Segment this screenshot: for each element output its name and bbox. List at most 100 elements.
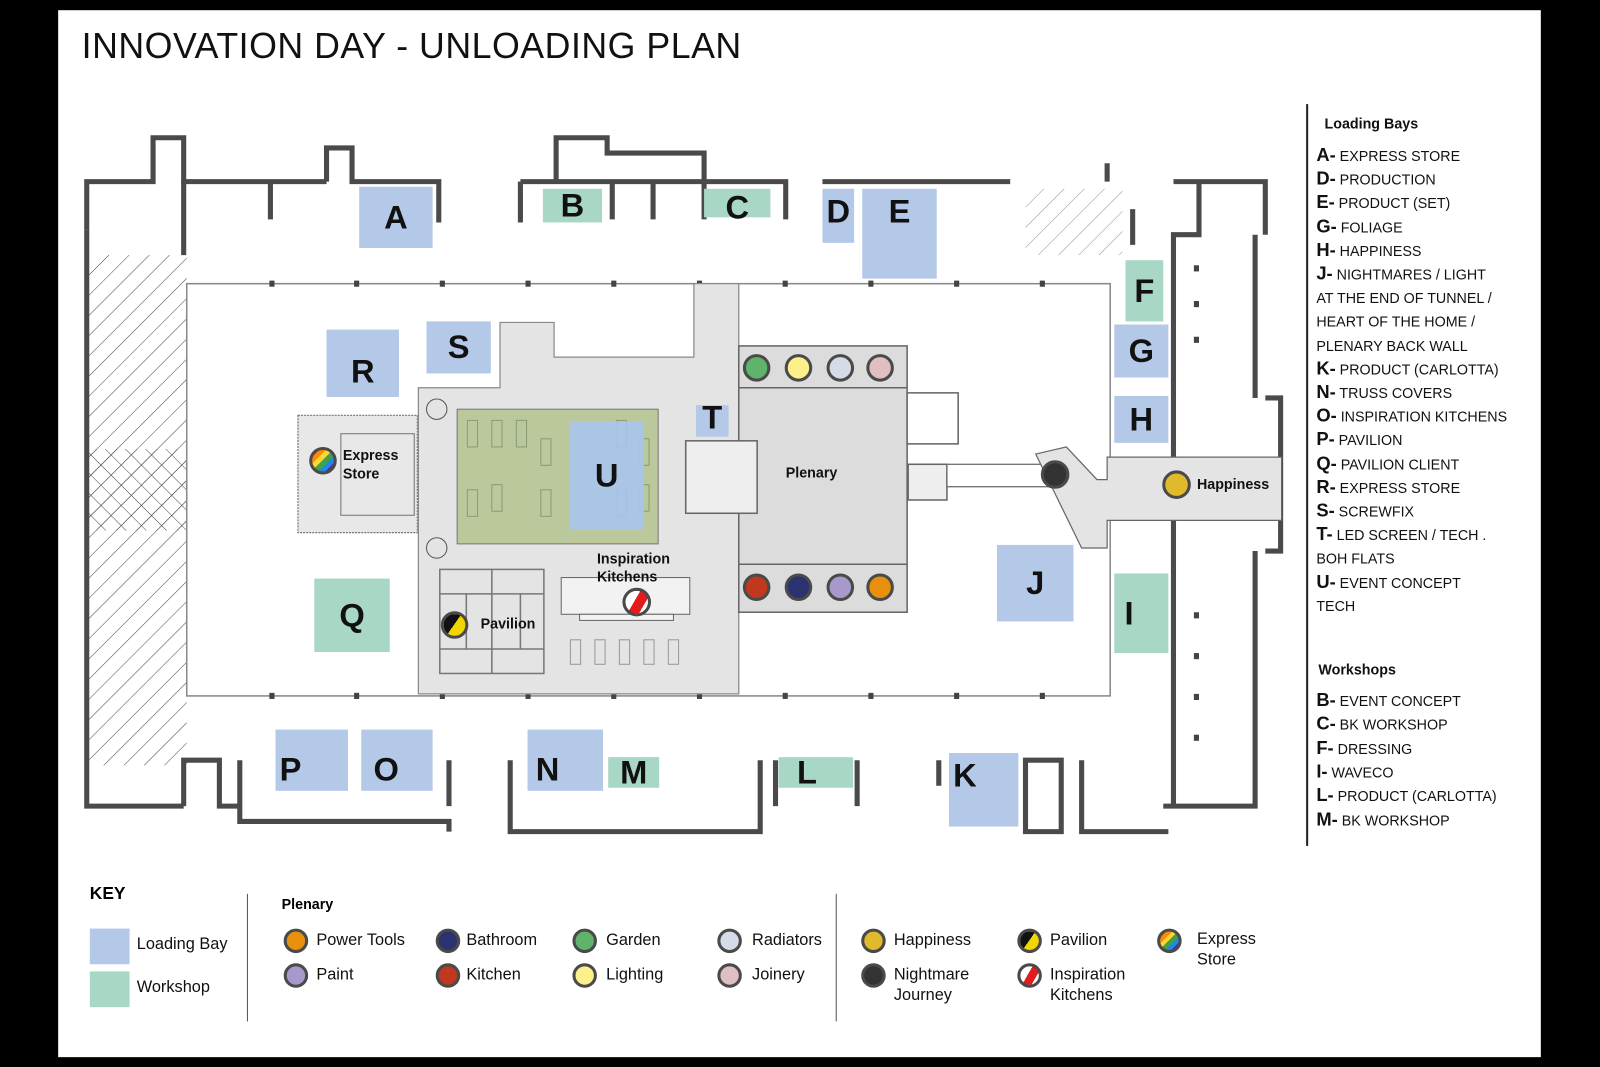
- legend-item: E- PRODUCT (SET): [1316, 192, 1450, 213]
- bay-s[interactable]: S: [426, 321, 491, 374]
- legend-item: P- PAVILION: [1316, 429, 1402, 450]
- bay-n[interactable]: N: [527, 729, 604, 791]
- key-label: Pavilion: [1050, 931, 1108, 949]
- stairs: [1025, 188, 1123, 256]
- legend-letter: H-: [1316, 239, 1336, 260]
- key-divider: [246, 893, 248, 1022]
- legend-letter: R-: [1316, 476, 1336, 497]
- legend-letter: A-: [1316, 144, 1336, 166]
- plenary-structure: [684, 345, 959, 614]
- joinery-icon: [866, 354, 894, 382]
- kitchen-key-icon: [435, 963, 461, 988]
- pavilion-key-icon: [1017, 928, 1042, 954]
- legend-text: PRODUCT (CARLOTTA): [1337, 787, 1497, 805]
- legend-item: O- INSPIRATION KITCHENS: [1316, 405, 1507, 426]
- legend-item: R- EXPRESS STORE: [1316, 476, 1460, 497]
- happiness-label: Happiness: [1196, 475, 1270, 492]
- bay-r[interactable]: R: [326, 329, 399, 397]
- legend-text: EVENT CONCEPT: [1339, 692, 1461, 710]
- legend-text: NIGHTMARES / LIGHT: [1336, 266, 1486, 283]
- bay-t[interactable]: T: [695, 399, 729, 437]
- legend-text: PRODUCT (SET): [1338, 195, 1451, 212]
- outer-walls: [84, 135, 1284, 835]
- key-title: KEY: [89, 883, 126, 904]
- bathroom-key-icon: [435, 928, 461, 954]
- workshop-swatch: [89, 971, 130, 1008]
- radiators-icon: [826, 354, 855, 382]
- legend-item: T- LED SCREEN / TECH .: [1316, 524, 1486, 545]
- legend-text: FOLIAGE: [1340, 218, 1403, 236]
- bay-p[interactable]: P: [275, 729, 348, 791]
- bathroom-icon: [784, 573, 813, 602]
- bay-f[interactable]: F: [1125, 260, 1164, 322]
- legend-item: TECH: [1316, 595, 1355, 616]
- bay-h[interactable]: H: [1114, 395, 1169, 443]
- legend-letter: B-: [1316, 689, 1336, 711]
- legend-item: J- NIGHTMARES / LIGHT: [1316, 263, 1486, 284]
- inspiration-kitchens-key-icon: [1017, 963, 1042, 988]
- legend-item: D- PRODUCTION: [1316, 169, 1435, 190]
- bay-u[interactable]: U: [569, 421, 644, 530]
- legend-text: SCREWFIX: [1338, 503, 1415, 520]
- legend-letter: G-: [1316, 215, 1337, 237]
- legend-item: B- EVENT CONCEPT: [1316, 690, 1461, 711]
- key-label: Express Store: [1196, 930, 1256, 969]
- bay-e[interactable]: E: [862, 188, 937, 279]
- legend-letter: K-: [1316, 357, 1336, 379]
- legend-item: A- EXPRESS STORE: [1316, 145, 1460, 166]
- nightmare-journey-icon: [1040, 460, 1070, 489]
- legend-letter: M-: [1316, 808, 1338, 830]
- legend-text: EVENT CONCEPT: [1339, 574, 1461, 591]
- legend-text: DRESSING: [1337, 740, 1413, 757]
- legend-text: LED SCREEN / TECH .: [1336, 526, 1487, 544]
- legend-item: BOH FLATS: [1316, 547, 1394, 568]
- legend-item: F- DRESSING: [1316, 737, 1412, 758]
- bay-q[interactable]: Q: [314, 578, 390, 653]
- garden-icon: [742, 354, 771, 382]
- pavilion-icon: [440, 611, 469, 639]
- bay-o[interactable]: O: [361, 729, 433, 791]
- legend-text: PRODUCT (CARLOTTA): [1339, 361, 1499, 378]
- legend-letter: D-: [1316, 168, 1336, 189]
- express-store-label: Express Store: [342, 446, 399, 482]
- legend-text: BOH FLATS: [1316, 550, 1395, 567]
- bay-b[interactable]: B: [542, 187, 603, 223]
- workshops-heading: Workshops: [1318, 661, 1396, 678]
- legend-letter: I-: [1316, 761, 1328, 782]
- lighting-key-icon: [572, 963, 597, 988]
- happiness-key-icon: [861, 928, 886, 954]
- bay-j[interactable]: J: [996, 544, 1074, 622]
- legend-item: M- BK WORKSHOP: [1316, 809, 1449, 830]
- bay-c[interactable]: C: [704, 188, 771, 225]
- key-divider: [835, 893, 837, 1022]
- legend-text: HEART OF THE HOME /: [1316, 313, 1476, 330]
- happiness-corridor: [946, 446, 1283, 549]
- legend-item: L- PRODUCT (CARLOTTA): [1316, 785, 1496, 806]
- bay-l[interactable]: L: [778, 754, 854, 790]
- bay-a[interactable]: A: [359, 186, 433, 248]
- page-title: INNOVATION DAY - UNLOADING PLAN: [81, 26, 742, 67]
- seating-racks: [569, 639, 680, 665]
- legend-letter: J-: [1316, 263, 1333, 284]
- legend-letter: C-: [1316, 713, 1336, 734]
- express-store-key-icon: [1157, 928, 1182, 954]
- bay-d[interactable]: D: [822, 188, 855, 243]
- plenary-label: Plenary: [785, 464, 838, 481]
- legend-text: PRODUCTION: [1339, 171, 1436, 188]
- legend-text: HAPPINESS: [1339, 242, 1422, 259]
- bay-m[interactable]: M: [608, 754, 660, 790]
- bay-g[interactable]: G: [1114, 324, 1169, 378]
- legend-item: N- TRUSS COVERS: [1316, 382, 1452, 403]
- pavilion-structure: [439, 568, 545, 675]
- bay-k[interactable]: K: [948, 753, 1019, 827]
- bay-i[interactable]: I: [1114, 573, 1169, 654]
- pavilion-label: Pavilion: [480, 615, 536, 632]
- paint-key-icon: [283, 963, 309, 988]
- loading-bay-key-label: Loading Bay: [136, 935, 228, 954]
- legend-text: EXPRESS STORE: [1339, 147, 1461, 165]
- legend-divider: [1306, 104, 1309, 846]
- legend-text: WAVECO: [1331, 764, 1394, 781]
- legend-text: BK WORKSHOP: [1341, 811, 1450, 829]
- express-store-icon: [309, 446, 337, 475]
